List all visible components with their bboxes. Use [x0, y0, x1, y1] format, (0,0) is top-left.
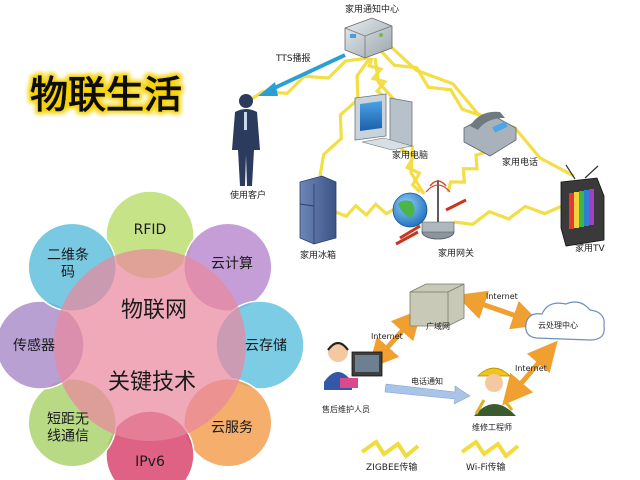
label-fridge: 家用冰箱	[300, 249, 336, 261]
gateway-icon	[392, 180, 467, 246]
label-tv: 家用TV	[575, 242, 605, 254]
wheel-petal-label: IPv6	[135, 454, 165, 470]
wireless-link-bolt	[400, 139, 422, 194]
cloud-icon	[525, 301, 605, 341]
label-pc: 家用电脑	[392, 149, 428, 161]
wheel-center	[54, 249, 246, 441]
label-internet-1: Internet	[486, 292, 518, 301]
wheel-petal-label: 短距无线通信	[47, 412, 89, 445]
pc-icon	[354, 93, 413, 151]
label-cloud: 云处理中心	[538, 320, 578, 330]
wan-box-icon	[409, 283, 465, 327]
wireless-link-bolt	[378, 48, 483, 118]
label-wan: 广域网	[426, 321, 450, 331]
phone-icon	[463, 111, 517, 157]
label-tts: TTS播报	[275, 52, 311, 64]
wireless-link-bolt	[453, 204, 563, 226]
wheel-petal-label: 云服务	[211, 420, 253, 436]
wheel-petal-label: 传感器	[13, 337, 55, 354]
notify-center-icon	[344, 17, 393, 59]
tts-arrow	[258, 53, 346, 96]
engineer-icon	[474, 367, 516, 416]
service-staff-icon	[324, 341, 383, 390]
customer-person-icon	[232, 94, 260, 186]
label-notify-center: 家用通知中心	[345, 3, 399, 15]
label-engineer: 维修工程师	[472, 422, 512, 432]
label-gateway: 家用网关	[438, 247, 474, 259]
legend-zigbee: ZIGBEE传输	[366, 461, 417, 473]
fridge-icon	[299, 175, 337, 245]
label-phone-notify: 电话通知	[411, 376, 443, 386]
label-service-staff: 售后维护人员	[322, 404, 370, 414]
internet-links	[367, 290, 558, 406]
wireless-link-bolt	[318, 57, 372, 177]
wireless-link-bolt	[386, 42, 575, 178]
label-customer: 使用客户	[230, 189, 266, 201]
wheel-petal-label: RFID	[134, 222, 167, 238]
wireless-link-bolt	[335, 202, 397, 219]
legend	[360, 439, 520, 459]
wheel-petal-label: 二维条码	[47, 247, 89, 281]
wireless-link-bolt	[367, 57, 388, 98]
wireless-link-bolt	[446, 150, 487, 193]
legend-wifi: Wi-Fi传输	[466, 461, 505, 473]
wheel-petal-label: 云计算	[211, 256, 253, 272]
wireless-link-bolt	[243, 56, 369, 106]
label-internet-2: Internet	[371, 332, 403, 341]
wheel-center-bottom: 关键技术	[108, 370, 196, 395]
wheel-center-top: 物联网	[121, 298, 187, 323]
page-title: 物联生活	[30, 73, 182, 117]
tv-icon	[560, 164, 605, 247]
label-phone: 家用电话	[502, 156, 538, 168]
wheel-petal-label: 云存储	[245, 338, 287, 354]
label-internet-3: Internet	[515, 364, 547, 373]
phone-notify-arrow	[384, 383, 471, 405]
